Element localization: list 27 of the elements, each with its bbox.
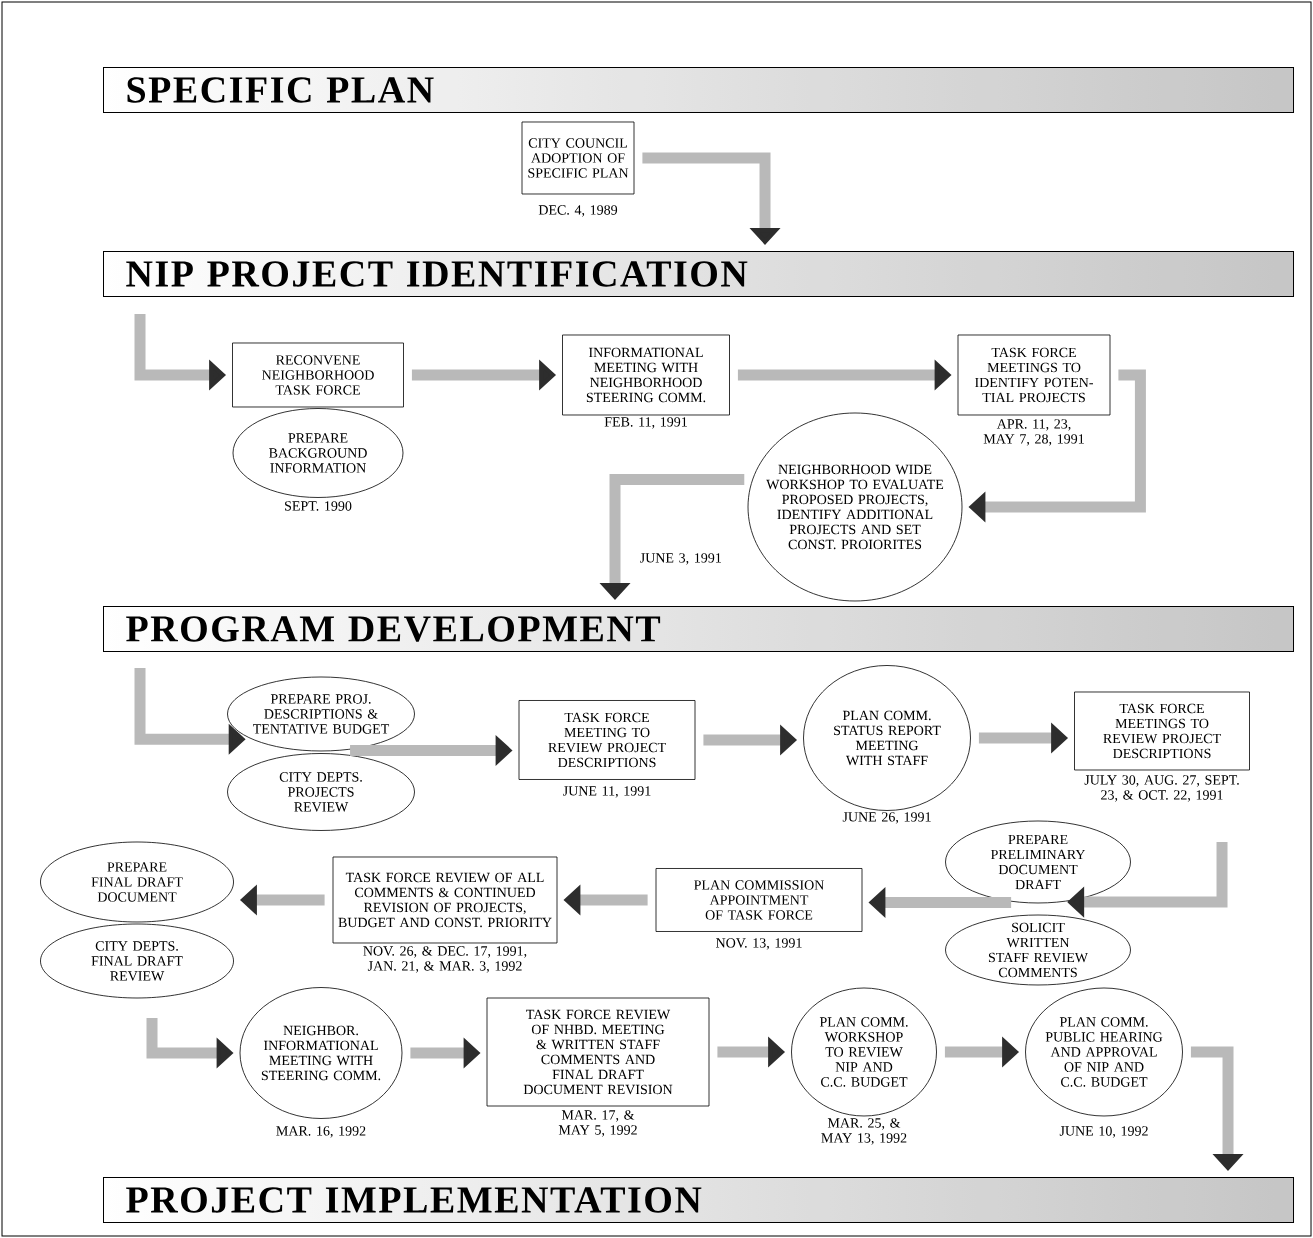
date-label: NOV. 26, & DEC. 17, 1991, JAN. 21, & MAR. 3, 1992	[363, 946, 527, 973]
date-label: APR. 11, 23, MAY 7, 28, 1991	[983, 419, 1084, 446]
date-label: JULY 30, AUG. 27, SEPT. 23, & OCT. 22, 1991	[1084, 775, 1239, 802]
date-label: NOV. 13, 1991	[716, 938, 802, 950]
section-banner: NIP PROJECT IDENTIFICATION	[103, 251, 1294, 297]
section-banner: PROGRAM DEVELOPMENT	[103, 606, 1294, 652]
date-label: JUNE 11, 1991	[563, 786, 651, 798]
date-label: JUNE 26, 1991	[842, 812, 931, 824]
process-box: TASK FORCE MEETINGS TO IDENTIFY POTEN- TIAL PROJECTS	[957, 334, 1111, 416]
date-label: MAR. 17, & MAY 5, 1992	[558, 1110, 637, 1137]
process-box: TASK FORCE MEETINGS TO REVIEW PROJECT DESCRIPTIONS	[1074, 691, 1250, 771]
section-banner: SPECIFIC PLAN	[103, 67, 1294, 113]
process-box: TASK FORCE REVIEW OF NHBD. MEETING & WRITTEN STAFF COMMENTS AND FINAL DRAFT DOCUMENT REVISION	[486, 997, 710, 1107]
date-label: JUNE 10, 1992	[1059, 1126, 1148, 1138]
process-box: CITY COUNCIL ADOPTION OF SPECIFIC PLAN	[521, 121, 635, 195]
date-label: FEB. 11, 1991	[604, 417, 687, 429]
date-label: MAR. 25, & MAY 13, 1992	[821, 1118, 907, 1145]
date-label: DEC. 4, 1989	[538, 205, 618, 217]
date-label: JUNE 3, 1991	[640, 553, 721, 565]
section-banner: PROJECT IMPLEMENTATION	[103, 1177, 1294, 1223]
process-box: RECONVENE NEIGHBORHOOD TASK FORCE	[232, 342, 404, 408]
date-label: MAR. 16, 1992	[276, 1126, 366, 1138]
process-box: TASK FORCE MEETING TO REVIEW PROJECT DESCRIPTIONS	[518, 700, 696, 780]
process-box: PLAN COMMISSION APPOINTMENT OF TASK FORCE	[655, 868, 863, 932]
date-label: SEPT. 1990	[285, 501, 352, 511]
process-box: TASK FORCE REVIEW OF ALL COMMENTS & CONTINUED REVISION OF PROJECTS, BUDGET AND CONST. PRIORITY	[332, 856, 558, 944]
process-box: INFORMATIONAL MEETING WITH NEIGHBORHOOD STEERING COMM.	[562, 334, 730, 416]
